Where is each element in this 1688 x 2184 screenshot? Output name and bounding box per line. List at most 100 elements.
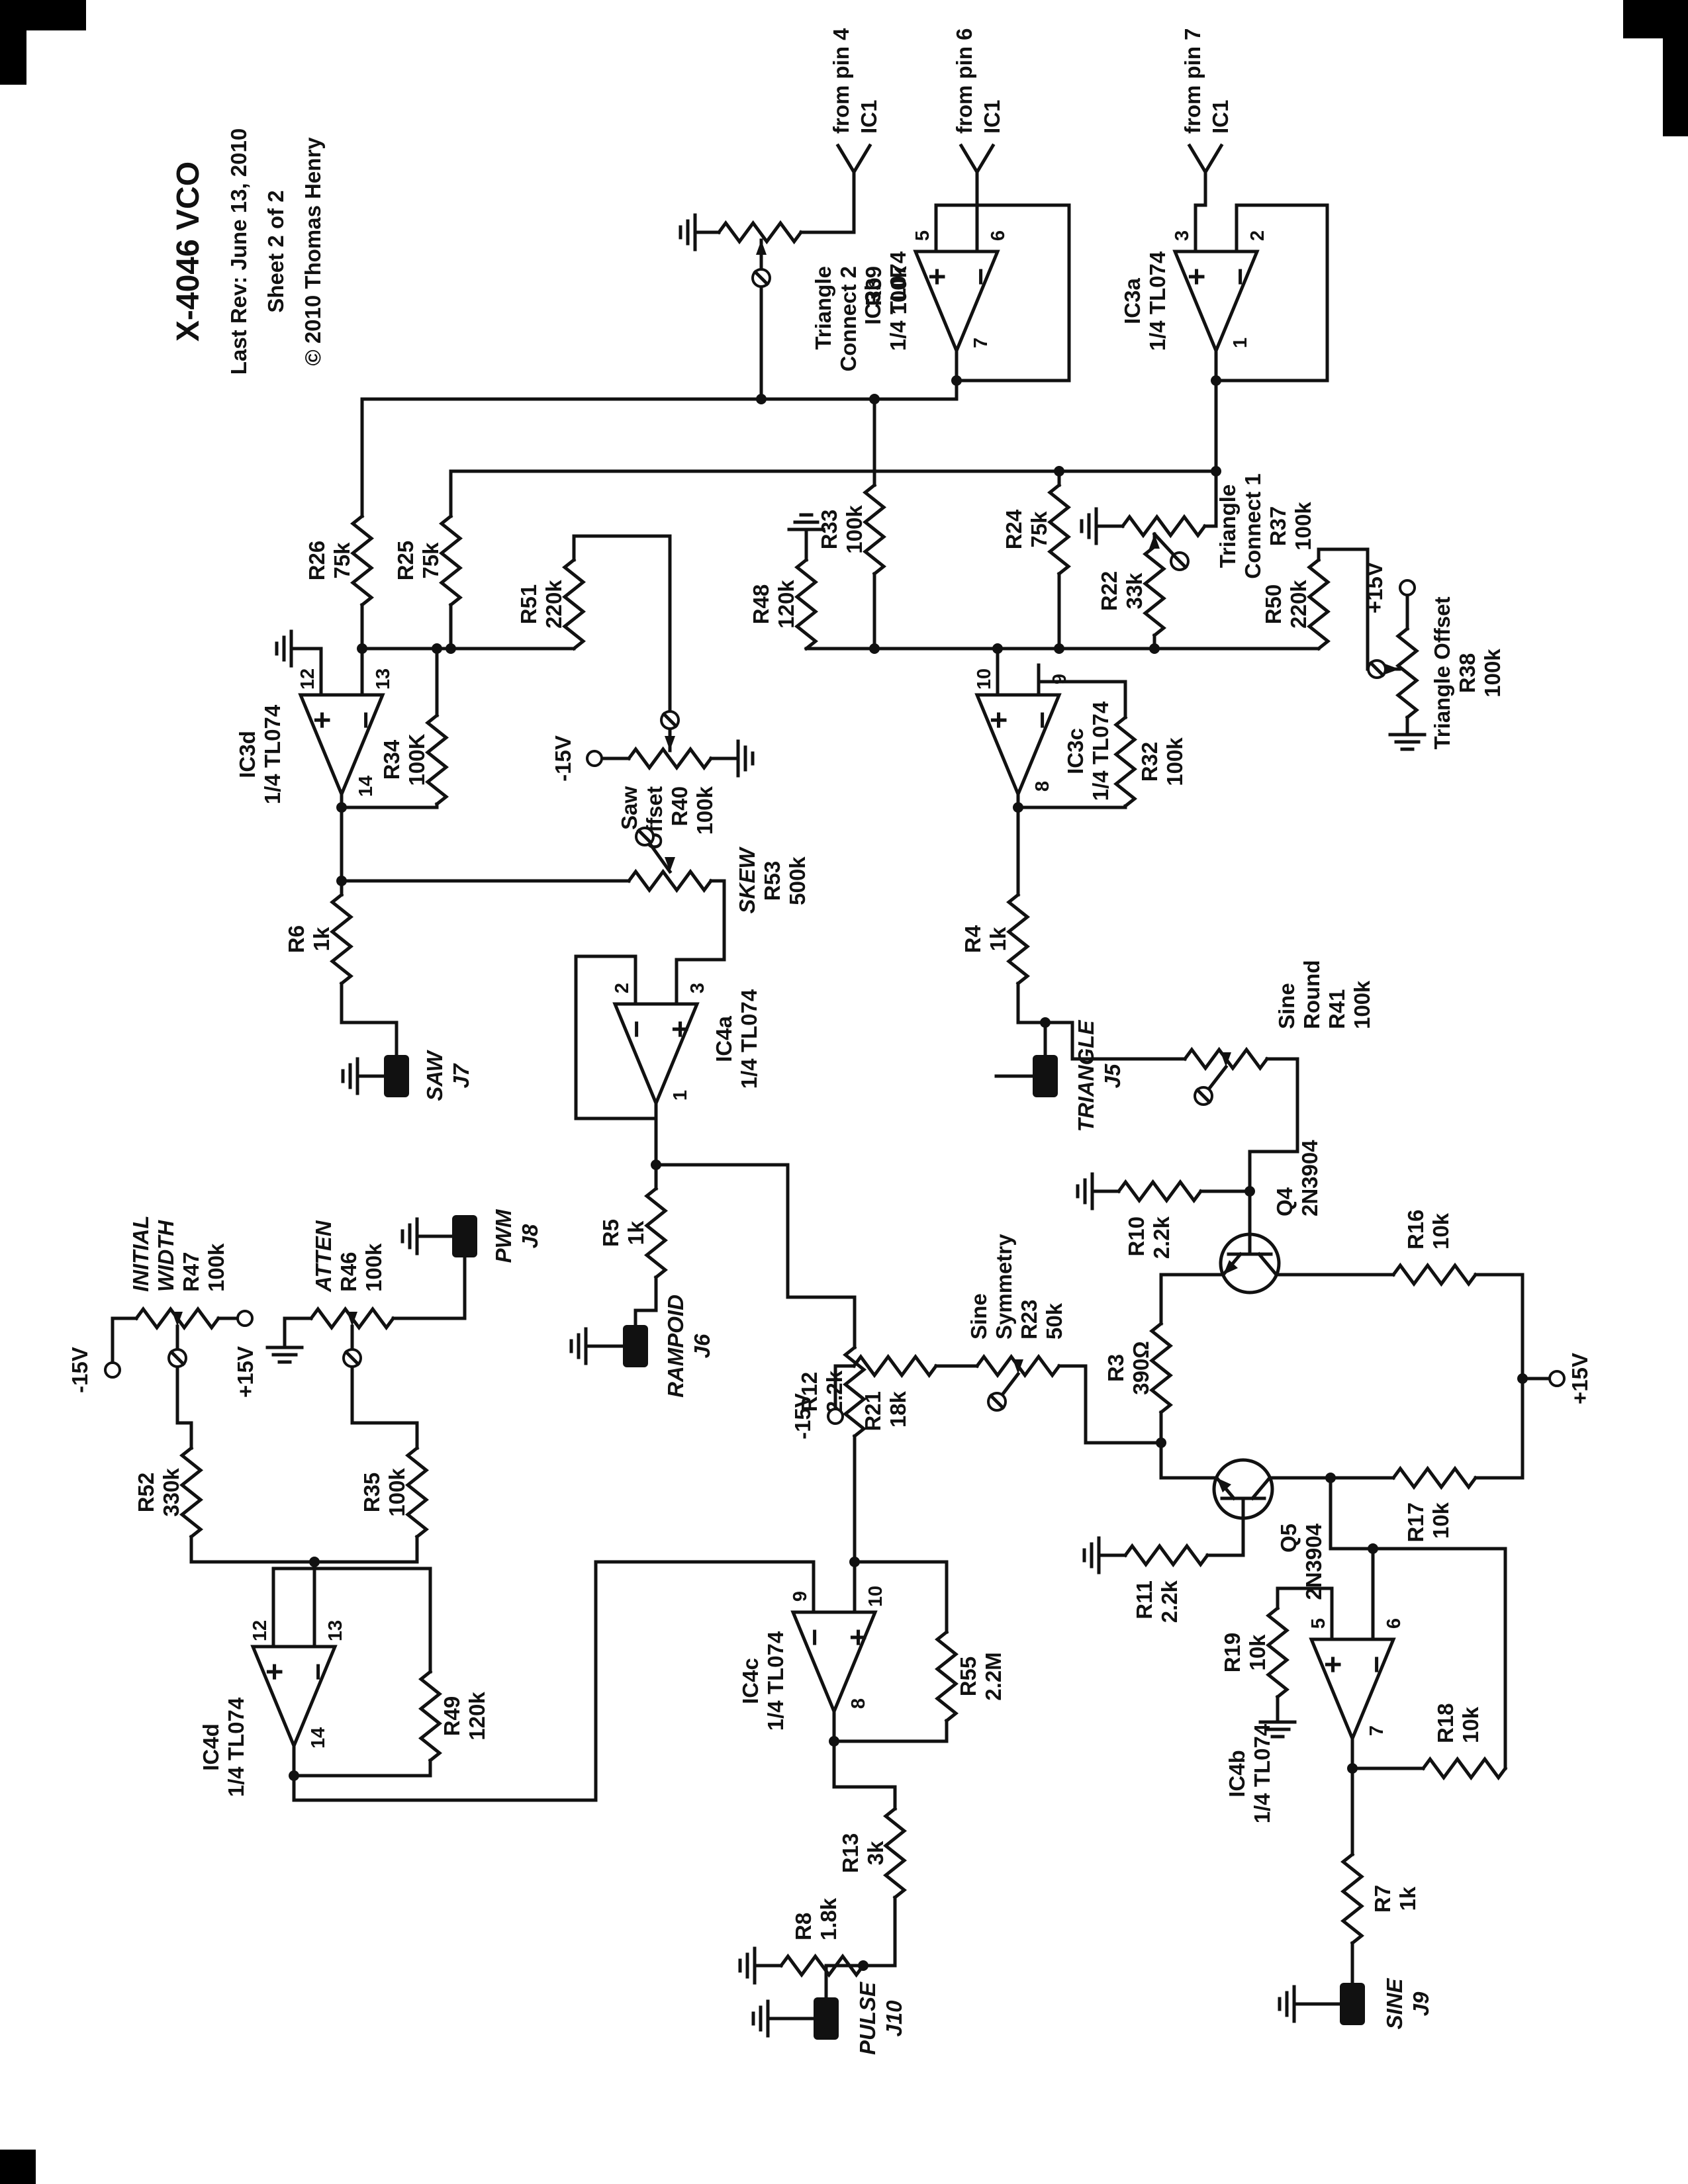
opamp-part: 1/4 TL074	[1250, 1723, 1274, 1823]
power-circle	[104, 1361, 121, 1379]
wire-segment	[111, 1316, 138, 1365]
power-terminal: -15V	[68, 1347, 121, 1393]
jack-name: SAW	[422, 1050, 447, 1101]
wiper-arrowhead	[665, 857, 675, 872]
wire-segment	[340, 981, 399, 1057]
resistor-ref: R10	[1124, 1216, 1149, 1257]
jack-ref: J5	[1100, 1064, 1125, 1088]
resistor-symbol	[934, 1629, 959, 1723]
resistor-value: 100K	[404, 733, 429, 786]
jack-name: RAMPOID	[663, 1295, 688, 1398]
power-terminal: -15V	[551, 735, 603, 782]
ground-bars	[738, 1946, 757, 1985]
pot-symbol	[1395, 626, 1420, 720]
wire-segment	[1159, 1410, 1219, 1480]
wiper-arrowhead	[1221, 1052, 1231, 1067]
jack-ref: J9	[1409, 1991, 1433, 2016]
wire-segment	[1159, 1273, 1225, 1326]
transistor-ref: Q5	[1276, 1524, 1301, 1553]
opamp-symbol	[298, 693, 385, 799]
input-arrow	[1187, 143, 1224, 175]
ground-icon	[751, 1999, 770, 2038]
pin-number: 7	[1366, 1725, 1387, 1736]
junction-dot	[432, 643, 442, 654]
ground-bars	[1278, 1985, 1296, 2023]
resistor-ref: R34	[379, 739, 404, 780]
opamp-name: IC4b	[1225, 1750, 1249, 1797]
input-sign: +	[1179, 268, 1213, 286]
wire-segment	[1057, 1364, 1163, 1445]
wiper-arrowhead	[347, 1312, 357, 1326]
pin-number: 12	[297, 668, 318, 690]
pin-number: 10	[865, 1586, 886, 1607]
pot-name: ATTEN	[311, 1220, 336, 1293]
pin-number: 7	[970, 338, 992, 348]
wire-segment	[853, 1560, 949, 1634]
opamp-name: IC3c	[1063, 728, 1088, 774]
resistor-value: 3k	[863, 1841, 888, 1865]
input-sign: +	[1315, 1656, 1350, 1674]
pot-value: 100k	[1480, 649, 1505, 698]
resistor-ref: R52	[134, 1473, 158, 1513]
ground-icon	[569, 1327, 588, 1365]
junction-dot	[869, 394, 880, 404]
junction-dot	[336, 802, 347, 813]
ground-icon	[400, 1217, 419, 1255]
wiper-arrowhead	[172, 1312, 183, 1326]
scan-artifact	[0, 2150, 36, 2184]
junction-dot	[1156, 1437, 1166, 1448]
resistor-value: 2.2k	[822, 1370, 847, 1413]
junction-dot	[951, 375, 962, 386]
wire-segment	[289, 647, 323, 667]
resistor-value: 120k	[774, 580, 798, 629]
ground-bars	[569, 1327, 588, 1365]
input-sign: −	[963, 268, 998, 286]
wire-segment	[1329, 1476, 1375, 1612]
pot-name: INITIAL	[128, 1216, 153, 1292]
pin-number: 14	[308, 1727, 329, 1749]
wire-segment	[271, 1567, 432, 1674]
jack-name: PWM	[491, 1208, 516, 1263]
resistor-ref: R55	[956, 1657, 980, 1697]
transistor-part: 2N3904	[1301, 1523, 1326, 1600]
pin-number: 6	[988, 230, 1009, 241]
resistor-ref: R13	[838, 1833, 863, 1874]
wire-segment	[1016, 804, 1127, 809]
pin-number: 5	[912, 230, 933, 241]
resistor-value: 75k	[330, 542, 354, 579]
pin-number: 5	[1308, 1618, 1329, 1629]
pin-number: 13	[325, 1620, 346, 1641]
wire-segment	[1016, 981, 1047, 1057]
resistor-value: 330k	[159, 1468, 183, 1517]
scan-artifact	[1663, 0, 1688, 136]
junction-dot	[1054, 466, 1064, 477]
wire-segment	[391, 1255, 467, 1320]
power-label: +15V	[1568, 1353, 1592, 1404]
pot-name: Sine	[1274, 983, 1299, 1029]
power-circle	[236, 1310, 254, 1327]
wire-segment	[360, 379, 959, 401]
ground-icon	[341, 1057, 359, 1095]
wire-segment	[340, 802, 439, 809]
ground-bars	[341, 1057, 359, 1095]
